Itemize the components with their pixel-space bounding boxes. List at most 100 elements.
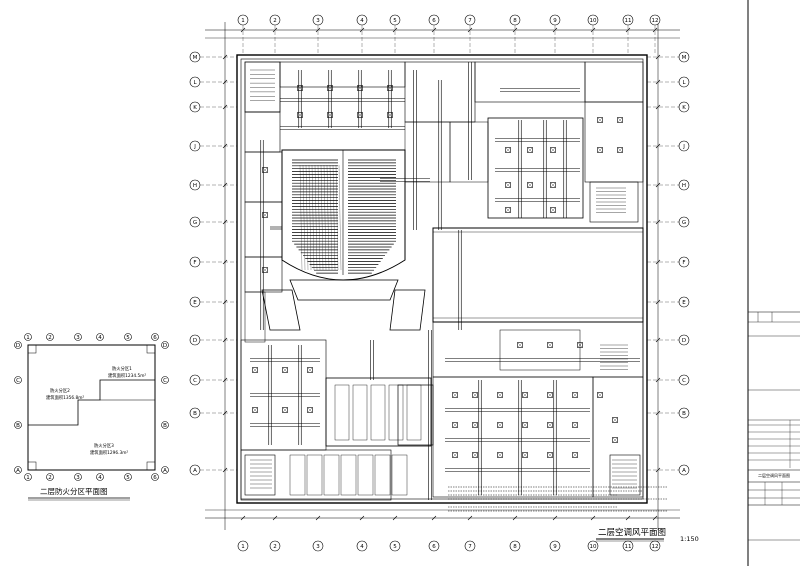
air-ducts [250, 62, 640, 500]
drawing-frame [205, 22, 680, 530]
inset-axis-bottom-3: 3 [74, 473, 82, 481]
inset-zone-3-name: 防火分区3 [94, 442, 114, 449]
svg-text:C: C [16, 378, 20, 384]
svg-text:B: B [16, 423, 20, 429]
inset-axis-top-3: 3 [74, 333, 82, 341]
svg-text:11: 11 [625, 18, 632, 24]
axis-bubble-left-F: F [189, 256, 201, 268]
axis-bubble-bottom-7: 7 [464, 540, 476, 552]
inset-zone-1-name: 防火分区1 [112, 365, 132, 372]
svg-text:G: G [682, 220, 686, 226]
main-title: 二层空调风平面图 [598, 527, 666, 538]
svg-text:3: 3 [76, 475, 80, 481]
axis-bubble-top-5: 5 [389, 14, 401, 26]
svg-text:4: 4 [98, 335, 102, 341]
inset-axis-right-B: B [161, 421, 169, 429]
svg-text:A: A [682, 468, 686, 474]
svg-text:1: 1 [26, 475, 30, 481]
axis-bubble-left-D: D [189, 334, 201, 346]
axis-bubble-top-7: 7 [464, 14, 476, 26]
inset-zone-2-name: 防火分区2 [50, 387, 70, 394]
title-block-drawing-name: 二层空调风平面图 [758, 472, 790, 478]
inset-axis-bottom-1: 1 [24, 473, 32, 481]
svg-text:12: 12 [652, 544, 659, 550]
inset-axis-bottom-6: 6 [151, 473, 159, 481]
svg-text:2: 2 [48, 475, 52, 481]
svg-text:7: 7 [468, 544, 472, 550]
axis-bubble-right-K: K [678, 101, 690, 113]
svg-text:1: 1 [241, 544, 245, 550]
svg-text:C: C [682, 378, 686, 384]
axis-bubble-top-10: 10 [587, 14, 599, 26]
axis-bubble-left-A: A [189, 464, 201, 476]
svg-text:2: 2 [273, 18, 277, 24]
main-scale: 1:150 [680, 535, 699, 543]
svg-text:11: 11 [625, 544, 632, 550]
inset-axis-bottom-5: 5 [124, 473, 132, 481]
axis-bubble-bottom-1: 1 [237, 540, 249, 552]
axis-bubble-left-L: L [189, 76, 201, 88]
svg-text:7: 7 [468, 18, 472, 24]
interior-walls [240, 61, 644, 501]
svg-text:B: B [682, 411, 686, 417]
svg-text:9: 9 [553, 544, 557, 550]
axis-bubble-right-C: C [678, 374, 690, 386]
axis-bubble-left-E: E [189, 296, 201, 308]
inset-axis-top-1: 1 [24, 333, 32, 341]
svg-text:3: 3 [316, 544, 320, 550]
svg-text:K: K [682, 105, 686, 111]
svg-text:6: 6 [432, 18, 436, 24]
axis-bubble-right-A: A [678, 464, 690, 476]
svg-text:12: 12 [652, 18, 659, 24]
inset-axis-bottom-4: 4 [96, 473, 104, 481]
inset-axis-right-D: D [161, 341, 169, 349]
svg-text:D: D [163, 343, 167, 349]
axis-bubble-bottom-2: 2 [269, 540, 281, 552]
axis-bubble-bottom-4: 4 [356, 540, 368, 552]
courtyard-void [432, 227, 644, 323]
axis-bubble-left-K: K [189, 101, 201, 113]
svg-text:6: 6 [432, 544, 436, 550]
inset-axis-left-D: D [14, 341, 22, 349]
axis-bubble-top-1: 1 [237, 14, 249, 26]
axis-bubble-bottom-3: 3 [312, 540, 324, 552]
axis-bubble-right-G: G [678, 216, 690, 228]
inset-zone-3-area: 建筑面积1296.3m² [90, 449, 128, 456]
axis-bubble-right-B: B [678, 407, 690, 419]
axis-bubble-bottom-6: 6 [428, 540, 440, 552]
inset-axis-left-B: B [14, 421, 22, 429]
svg-text:J: J [193, 144, 196, 150]
axis-bubble-bottom-8: 8 [509, 540, 521, 552]
axis-bubble-bottom-5: 5 [389, 540, 401, 552]
air-diffusers [252, 85, 623, 458]
svg-text:4: 4 [360, 544, 364, 550]
dimension-lines [205, 27, 680, 521]
inset-axis-top-6: 6 [151, 333, 159, 341]
axis-bubble-left-H: H [189, 179, 201, 191]
svg-text:A: A [193, 468, 197, 474]
svg-text:2: 2 [273, 544, 277, 550]
title-block: 二层空调风平面图 [747, 0, 800, 566]
axis-bubble-top-8: 8 [509, 14, 521, 26]
svg-text:M: M [193, 55, 198, 61]
inset-axis-bottom-2: 2 [46, 473, 54, 481]
svg-text:H: H [193, 183, 197, 189]
svg-text:10: 10 [590, 544, 597, 550]
svg-text:5: 5 [393, 544, 397, 550]
inset-zone-1-area: 建筑面积1234.5m² [108, 372, 146, 379]
axis-bubble-top-12: 12 [649, 14, 661, 26]
axis-bubble-top-2: 2 [269, 14, 281, 26]
inset-axis-top-4: 4 [96, 333, 104, 341]
inset-axis-top-5: 5 [124, 333, 132, 341]
svg-text:B: B [163, 423, 167, 429]
axis-bubble-top-9: 9 [549, 14, 561, 26]
axis-bubble-bottom-9: 9 [549, 540, 561, 552]
svg-text:8: 8 [513, 544, 517, 550]
inset-axis-right-C: C [161, 376, 169, 384]
inset-axis-top-2: 2 [46, 333, 54, 341]
axis-bubble-top-3: 3 [312, 14, 324, 26]
auditorium-seating [261, 149, 426, 331]
axis-bubble-bottom-12: 12 [649, 540, 661, 552]
axis-bubble-bottom-10: 10 [587, 540, 599, 552]
svg-text:D: D [193, 338, 197, 344]
